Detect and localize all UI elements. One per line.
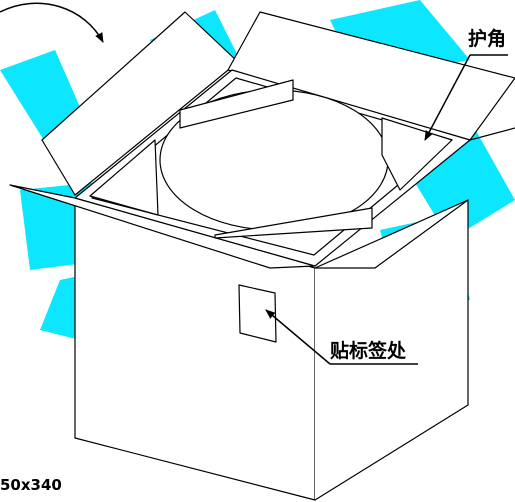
corner-protector-back	[179, 79, 294, 129]
box-right-face	[314, 199, 469, 501]
label-leader-arrow	[265, 309, 331, 365]
curved-arrow-icon	[0, 2, 104, 43]
label-area-label: 贴标签处	[330, 340, 407, 362]
corner-protector-left	[89, 139, 159, 216]
corner-protector-front	[214, 207, 373, 239]
corner-leader-arrow	[424, 54, 471, 141]
dimension-label: 50x340	[0, 476, 62, 494]
corner-protector-label: 护角	[468, 28, 507, 50]
flap-front-right	[315, 127, 515, 269]
label-area-rect	[238, 284, 277, 343]
